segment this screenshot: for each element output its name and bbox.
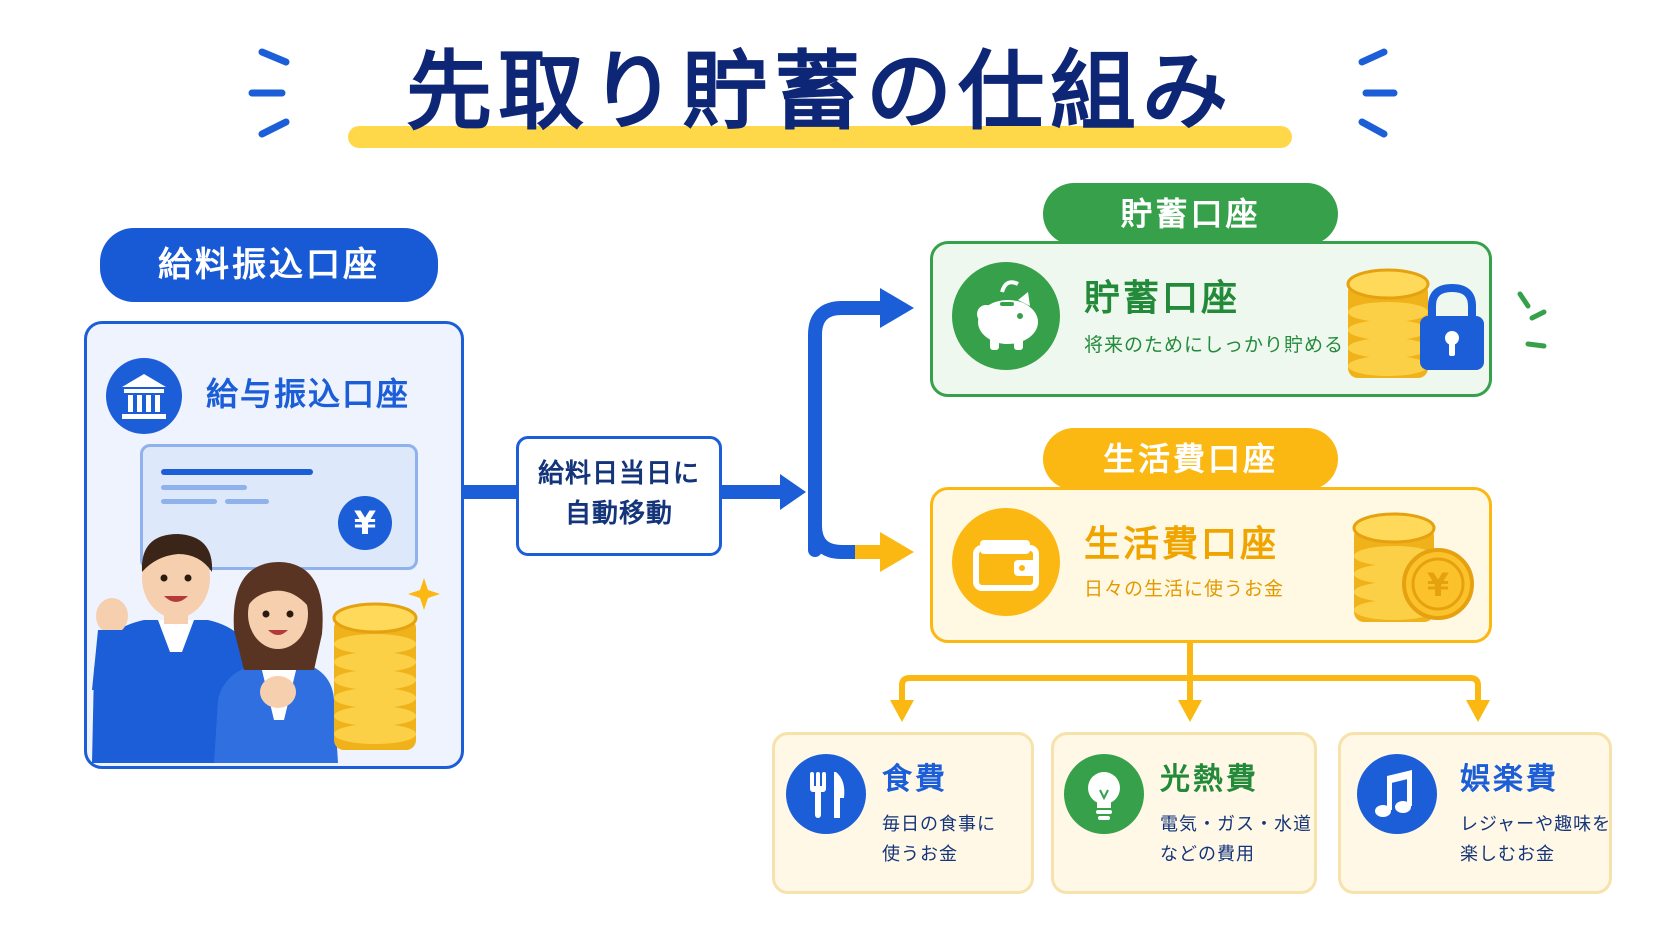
arrow-head-mid bbox=[780, 474, 806, 510]
living-account-header: 生活費口座 bbox=[1043, 428, 1338, 490]
entertainment-title: 娯楽費 bbox=[1460, 762, 1559, 797]
arrow-head-living bbox=[880, 532, 914, 572]
savings-account-header: 貯蓄口座 bbox=[1043, 183, 1338, 245]
page-title: 先取り貯蓄の仕組み bbox=[406, 42, 1234, 142]
card-lines bbox=[161, 469, 313, 504]
utilities-desc-line-2: などの費用 bbox=[1160, 844, 1255, 865]
lock-sparks bbox=[1517, 291, 1547, 349]
branch-arrows bbox=[899, 638, 1481, 705]
title-sparks-right bbox=[1358, 48, 1398, 138]
utilities-desc-line-1: 電気・ガス・水道 bbox=[1160, 814, 1312, 835]
woman-figure bbox=[214, 562, 338, 763]
living-account-title: 生活費口座 bbox=[1084, 524, 1280, 565]
source-account-label: 給与振込口座 bbox=[206, 375, 411, 413]
food-title: 食費 bbox=[882, 762, 948, 797]
coins-yen-illustration: ¥ bbox=[1352, 512, 1474, 622]
transfer-line-1: 給料日当日に bbox=[537, 459, 700, 489]
savings-account-desc: 将来のためにしっかり貯める bbox=[1084, 334, 1345, 356]
yen-icon: ¥ bbox=[338, 496, 392, 550]
living-account-desc: 日々の生活に使うお金 bbox=[1084, 578, 1285, 600]
man-figure bbox=[92, 534, 256, 763]
auto-transfer-box: 給料日当日に 自動移動 bbox=[516, 436, 722, 556]
transfer-line-2: 自動移動 bbox=[564, 499, 673, 529]
svg-text:¥: ¥ bbox=[1427, 566, 1449, 604]
title-sparks-left bbox=[248, 48, 290, 138]
entertainment-desc: レジャーや趣味を 楽しむお金 bbox=[1460, 810, 1611, 870]
coin-stack-left bbox=[332, 602, 418, 750]
flow-arrows bbox=[453, 301, 895, 559]
fork-knife-icon bbox=[786, 754, 866, 834]
lightbulb-icon bbox=[1064, 754, 1144, 834]
entertainment-desc-line-1: レジャーや趣味を bbox=[1460, 814, 1612, 835]
utilities-desc: 電気・ガス・水道 などの費用 bbox=[1160, 810, 1312, 870]
music-note-icon bbox=[1357, 754, 1437, 834]
source-account-header: 給料振込口座 bbox=[100, 228, 438, 302]
family-illustration bbox=[92, 534, 440, 763]
savings-account-title: 貯蓄口座 bbox=[1084, 278, 1241, 319]
title-block: 先取り貯蓄の仕組み bbox=[330, 24, 1310, 154]
coins-lock-illustration bbox=[1346, 268, 1484, 378]
wallet-icon bbox=[952, 508, 1060, 616]
piggy-bank-icon bbox=[952, 262, 1060, 370]
branch-arrow-heads bbox=[890, 700, 1490, 722]
utilities-title: 光熱費 bbox=[1160, 762, 1259, 797]
arrow-head-savings bbox=[880, 288, 914, 328]
food-desc-line-1: 毎日の食事に bbox=[882, 814, 996, 835]
entertainment-desc-line-2: 楽しむお金 bbox=[1460, 844, 1555, 865]
bank-icon bbox=[106, 358, 182, 434]
food-desc-line-2: 使うお金 bbox=[882, 844, 958, 865]
food-desc: 毎日の食事に 使うお金 bbox=[882, 810, 996, 870]
title-underline bbox=[348, 126, 1292, 148]
